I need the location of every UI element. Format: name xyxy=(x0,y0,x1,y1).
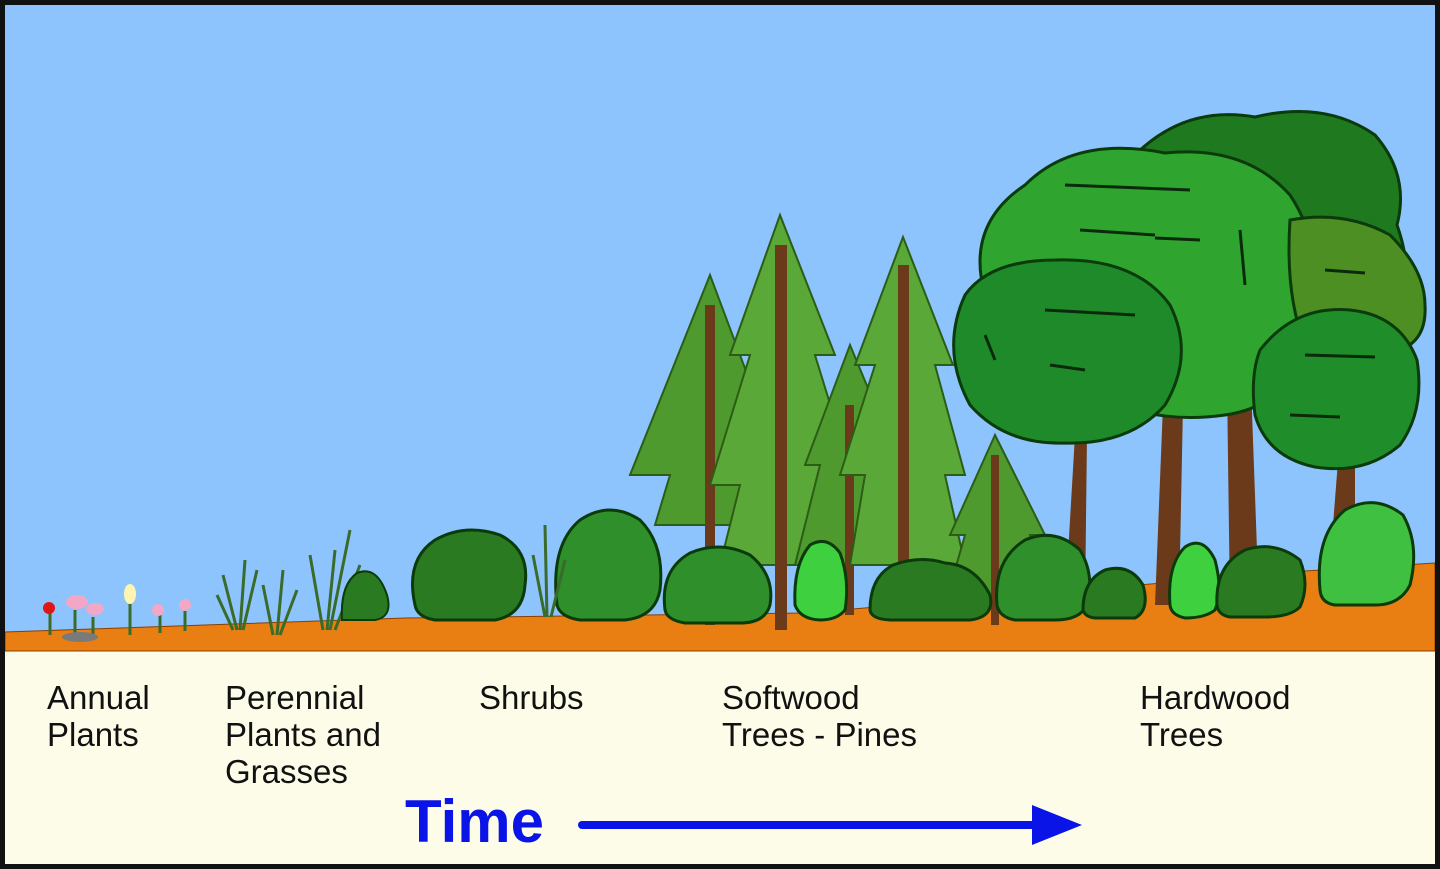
pine-trunk xyxy=(898,265,909,610)
grass-tuft xyxy=(531,524,567,618)
hardwood-canopy xyxy=(1251,308,1421,471)
stage-label-annual-plants: Annual Plants xyxy=(47,679,150,753)
small-bush xyxy=(340,570,390,621)
pink-flower xyxy=(152,604,164,616)
pink-flower xyxy=(66,595,88,609)
stage-label-shrubs: Shrubs xyxy=(479,679,584,716)
hardwood-canopy xyxy=(952,258,1183,445)
flower-stem xyxy=(48,600,187,637)
succession-illustration xyxy=(5,5,1435,652)
grass-tuft xyxy=(308,529,362,631)
time-arrow-icon xyxy=(578,805,1082,845)
shrubs xyxy=(411,501,1416,625)
pine-trunk xyxy=(845,405,854,615)
perennial-plants xyxy=(215,524,567,636)
grass-tuft xyxy=(261,569,299,636)
shrub xyxy=(1317,501,1416,607)
shrub xyxy=(411,528,528,622)
time-label: Time xyxy=(405,788,544,855)
stage-label-softwood-trees: Softwood Trees - Pines xyxy=(722,679,918,753)
time-arrow-shaft xyxy=(578,821,1038,829)
canopy-detail xyxy=(983,183,1376,419)
stage-label-hardwood-trees: Hardwood Trees xyxy=(1140,679,1291,753)
shrub xyxy=(662,545,773,625)
shrub xyxy=(868,558,993,622)
rock xyxy=(62,632,98,642)
pine-trunk xyxy=(991,455,999,625)
time-arrow-head xyxy=(1032,805,1082,845)
annual-plants xyxy=(43,584,191,642)
red-flower xyxy=(43,602,55,614)
hardwood-trunk xyxy=(1155,405,1183,605)
shrub xyxy=(1215,545,1307,619)
pink-flower xyxy=(86,603,104,615)
pine-trunk xyxy=(775,245,787,630)
shrub xyxy=(1081,566,1147,620)
stage-label-perennial-plants: Perennial Plants and Grasses xyxy=(225,679,381,790)
shrub xyxy=(554,508,663,622)
softwood-trees xyxy=(628,212,1052,630)
shrub xyxy=(793,539,849,622)
yellow-flower xyxy=(124,584,136,604)
pink-flower xyxy=(179,599,191,611)
hardwood-trees xyxy=(952,109,1427,605)
pine-trunk xyxy=(705,305,715,625)
shrub xyxy=(995,533,1092,622)
grass-tuft xyxy=(215,559,259,631)
